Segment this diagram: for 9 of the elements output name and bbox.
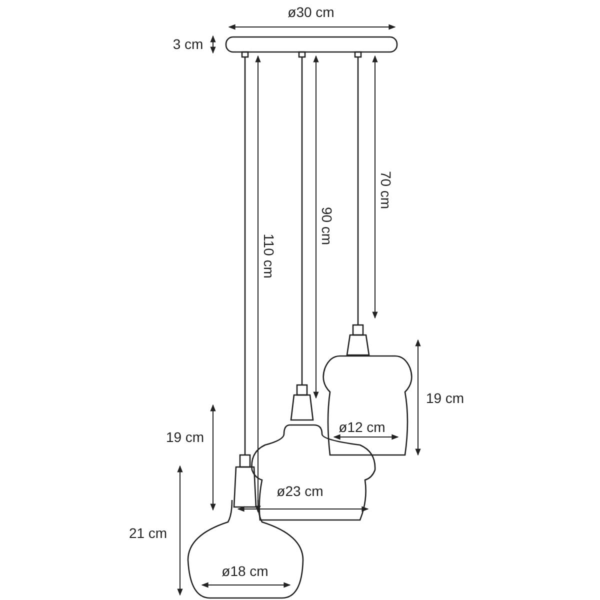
dimension-label: ø30 cm: [286, 5, 336, 19]
dimension-label: 110 cm: [262, 232, 276, 280]
dimension-label: 70 cm: [379, 168, 393, 212]
dimension-label: ø23 cm: [274, 484, 326, 498]
dimension-label: ø12 cm: [336, 420, 388, 434]
dimension-label: ø18 cm: [220, 564, 270, 578]
dimension-label: 21 cm: [126, 526, 170, 540]
dimension-label: 90 cm: [320, 204, 334, 248]
dimension-label: 3 cm: [170, 37, 206, 51]
